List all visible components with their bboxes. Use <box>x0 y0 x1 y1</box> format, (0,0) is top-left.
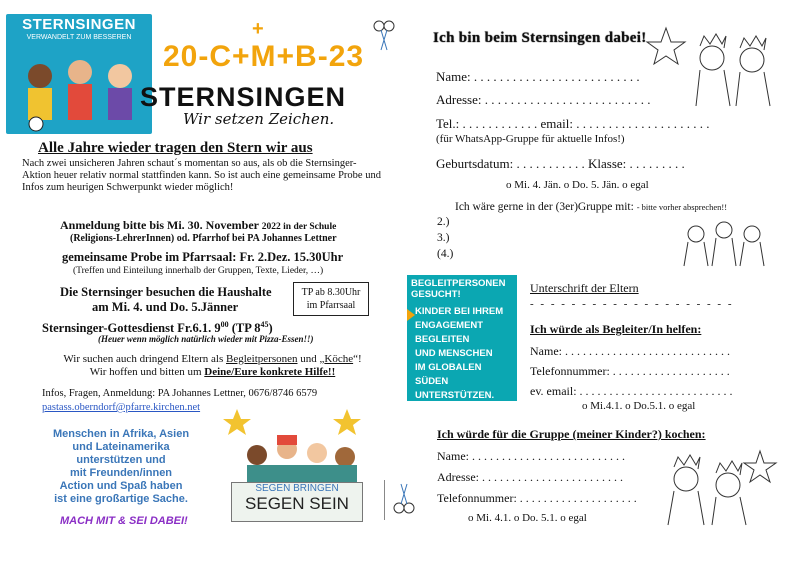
cook-name-field[interactable]: Name: . . . . . . . . . . . . . . . . . … <box>437 449 625 463</box>
call-to-action: MACH MIT & SEI DABEI! <box>60 515 188 527</box>
group-member-3[interactable]: 3.) <box>437 232 450 244</box>
kings-doodle <box>645 26 771 107</box>
year-blessing: 20-C+M+B-23 <box>163 40 365 73</box>
group-member-2[interactable]: 2.) <box>437 216 450 228</box>
scissors-icon <box>373 20 395 51</box>
helper-email-field[interactable]: ev. email: . . . . . . . . . . . . . . .… <box>530 384 733 398</box>
besuch-line: Die Sternsinger besuchen die Haushalte <box>60 285 272 299</box>
logo-subtitle: VERWANDELT ZUM BESSEREN <box>26 34 132 41</box>
cook-date-options[interactable]: o Mi. 4.1. o Do. 5.1. o egal <box>468 512 587 524</box>
sternsingen-logo: STERNSINGEN VERWANDELT ZUM BESSEREN <box>6 14 152 134</box>
signature-line[interactable]: - - - - - - - - - - - - - - - - - - - - <box>530 298 734 310</box>
cross-mark: + <box>252 18 264 40</box>
whatsapp-note: (für WhatsApp-Gruppe für aktuelle Infos!… <box>436 133 625 145</box>
helper-name-field[interactable]: Name: . . . . . . . . . . . . . . . . . … <box>530 344 730 358</box>
promo-box: BEGLEITPERSONEN GESUCHT! KINDER BEI IHRE… <box>407 275 517 401</box>
sign-big: SEGEN SEIN <box>245 494 349 513</box>
gottesdienst-line: Sternsinger-Gottesdienst Fr.6.1. 900 (TP… <box>42 320 273 336</box>
kings-doodle-bottom <box>667 449 778 526</box>
cook-phone-field[interactable]: Telefonnummer: . . . . . . . . . . . . .… <box>437 491 637 505</box>
tp-time: TP ab 8.30Uhr <box>301 287 361 298</box>
helpers-request: Wir suchen auch dringend Eltern als Begl… <box>63 353 362 378</box>
signup-heading: Ich bin beim Sternsingen dabei! <box>433 30 647 46</box>
kings-illustration <box>223 409 361 485</box>
cook-address-field[interactable]: Adresse: . . . . . . . . . . . . . . . .… <box>437 470 623 484</box>
helper-date-options[interactable]: o Mi.4.1. o Do.5.1. o egal <box>582 400 696 412</box>
sign-small: SEGEN BRINGEN <box>255 483 339 494</box>
probe-details: (Treffen und Einteilung innerhalb der Gr… <box>73 266 324 276</box>
children-illustration <box>28 60 132 132</box>
date-options[interactable]: o Mi. 4. Jän. o Do. 5. Jän. o egal <box>506 179 649 191</box>
divider <box>384 480 385 520</box>
segen-sign: SEGEN BRINGEN SEGEN SEIN <box>231 482 363 522</box>
anmeldung-line: Anmeldung bitte bis Mi. 30. November 202… <box>60 218 337 232</box>
group-line: Ich wäre gerne in der (3er)Gruppe mit: -… <box>455 201 728 213</box>
carolers-doodle <box>683 221 765 267</box>
cook-heading: Ich würde für die Gruppe (meiner Kinder?… <box>437 427 706 441</box>
promo-title: BEGLEITPERSONEN GESUCHT! <box>411 278 506 300</box>
tagline: Wir setzen Zeichen. <box>183 110 335 128</box>
contact-info: Infos, Fragen, Anmeldung: PA Johannes Le… <box>42 388 318 399</box>
left-heading: Alle Jahre wieder tragen den Stern wir a… <box>38 140 313 156</box>
tp-box: TP ab 8.30Uhr im Pfarrsaal <box>293 282 369 316</box>
tel-email-field[interactable]: Tel.: . . . . . . . . . . . . email: . .… <box>436 116 710 131</box>
scissors-icon <box>393 483 415 514</box>
birthdate-class-field[interactable]: Geburtsdatum: . . . . . . . . . . . Klas… <box>436 156 685 171</box>
group-member-4[interactable]: (4.) <box>437 248 454 260</box>
intro-text: Nach zwei unsicheren Jahren schaut´s mom… <box>22 158 381 193</box>
parent-signature-label: Unterschrift der Eltern <box>530 281 639 295</box>
contact-email-link[interactable]: pastass.oberndorf@pfarre.kirchen.net <box>42 402 201 413</box>
page-title: STERNSINGEN <box>140 82 347 112</box>
logo-title: STERNSINGEN <box>22 16 136 33</box>
besuch-dates: am Mi. 4. und Do. 5.Jänner <box>92 300 239 314</box>
anmeldung-details: (Religions-LehrerInnen) od. Pfarrhof bei… <box>70 233 337 244</box>
tp-place: im Pfarrsaal <box>306 300 356 311</box>
address-field[interactable]: Adresse: . . . . . . . . . . . . . . . .… <box>436 92 651 107</box>
helper-phone-field[interactable]: Telefonnummer: . . . . . . . . . . . . .… <box>530 364 730 378</box>
gottesdienst-note: (Heuer wenn möglich natürlich wieder mit… <box>98 334 314 344</box>
helper-heading: Ich würde als Begleiter/In helfen: <box>530 322 702 336</box>
arrow-right-icon <box>407 309 415 321</box>
name-field[interactable]: Name: . . . . . . . . . . . . . . . . . … <box>436 69 640 84</box>
probe-line: gemeinsame Probe im Pfarrsaal: Fr. 2.Dez… <box>62 250 344 264</box>
